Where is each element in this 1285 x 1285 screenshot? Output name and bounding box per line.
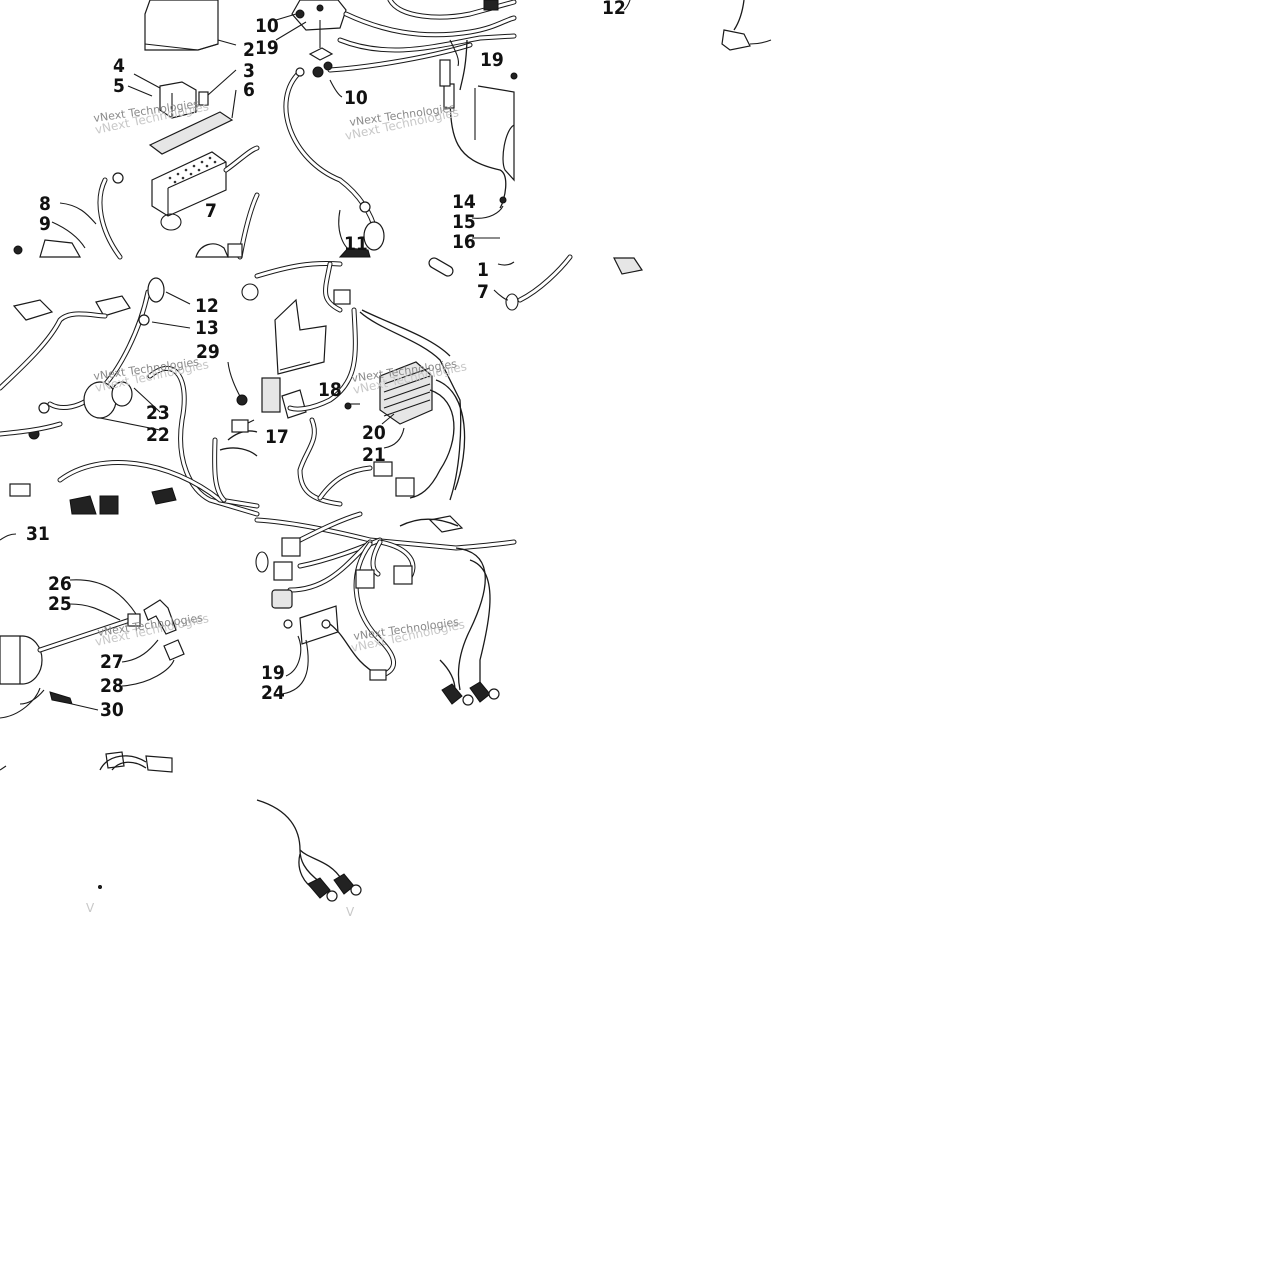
tile-lower-fragments — [98, 799, 362, 902]
callout-12: 12 — [602, 0, 626, 19]
callout-14: 14 — [452, 191, 476, 213]
mounting-plate — [299, 605, 339, 645]
spark-plug-cap — [143, 599, 177, 635]
terminal-boot — [363, 221, 385, 251]
callout-16: 16 — [452, 231, 476, 253]
fuse-block — [151, 151, 227, 217]
watermarks: vNext Technologies vNext Technologies vN… — [86, 97, 468, 919]
connector — [333, 289, 351, 305]
connector — [281, 389, 307, 419]
callout-24: 24 — [261, 682, 285, 704]
tile-main-harness — [0, 277, 260, 517]
callout-7: 7 — [205, 200, 217, 222]
callout-10: 10 — [255, 15, 279, 37]
callout-6: 6 — [243, 79, 255, 101]
callout-28: 28 — [100, 675, 124, 697]
callout-9: 9 — [39, 213, 51, 235]
callout-23: 23 — [146, 402, 170, 424]
tile-ignition-coil — [0, 533, 185, 773]
relay-block — [261, 377, 281, 413]
callout-3: 3 — [243, 60, 255, 82]
tile-grommet-strip — [428, 254, 643, 311]
connector — [373, 461, 393, 477]
callout-21: 21 — [362, 444, 386, 466]
callout-4: 4 — [113, 55, 125, 77]
relay — [159, 81, 197, 119]
tile-regulator — [241, 261, 466, 507]
callout-26: 26 — [48, 573, 72, 595]
callout-12: 12 — [195, 295, 219, 317]
callout-22: 22 — [146, 424, 170, 446]
callout-11: 11 — [344, 233, 368, 255]
callout-7: 7 — [477, 281, 489, 303]
callout-20: 20 — [362, 422, 386, 444]
svg-text:V: V — [86, 901, 95, 915]
callout-19: 19 — [261, 662, 285, 684]
callout-1: 1 — [477, 259, 489, 281]
tile-fuse-box — [13, 0, 260, 260]
callout-25: 25 — [48, 593, 72, 615]
grommet-clip — [160, 213, 182, 231]
mounting-bracket — [274, 298, 327, 375]
callout-10: 10 — [344, 87, 368, 109]
callout-18: 18 — [318, 379, 342, 401]
tile-switch-harness — [254, 511, 517, 706]
tile-connector-top-right — [483, 0, 772, 51]
callout-17: 17 — [265, 426, 289, 448]
fuse-box-cover — [144, 0, 219, 51]
callout-labels: 2 3 4 5 6 7 8 9 10 19 10 11 12 19 14 15 … — [26, 0, 626, 721]
callout-13: 13 — [195, 317, 219, 339]
connector — [613, 257, 643, 275]
callout-5: 5 — [113, 75, 125, 97]
tile-starter-solenoid — [275, 0, 518, 258]
callout-30: 30 — [100, 699, 124, 721]
connector — [12, 299, 54, 321]
callout-8: 8 — [39, 193, 51, 215]
callout-29: 29 — [196, 341, 220, 363]
terminal-boot — [147, 277, 165, 303]
switch — [271, 589, 293, 609]
callout-31: 31 — [26, 523, 50, 545]
svg-text:V: V — [346, 905, 355, 919]
callout-19: 19 — [255, 37, 279, 59]
connector — [721, 29, 751, 51]
callout-15: 15 — [452, 211, 476, 233]
callout-2: 2 — [243, 39, 255, 61]
callout-27: 27 — [100, 651, 124, 673]
fuse-strip — [148, 111, 234, 155]
voltage-regulator — [379, 361, 433, 425]
mini-fuse — [198, 91, 209, 106]
callout-19: 19 — [480, 49, 504, 71]
connector — [281, 537, 301, 557]
